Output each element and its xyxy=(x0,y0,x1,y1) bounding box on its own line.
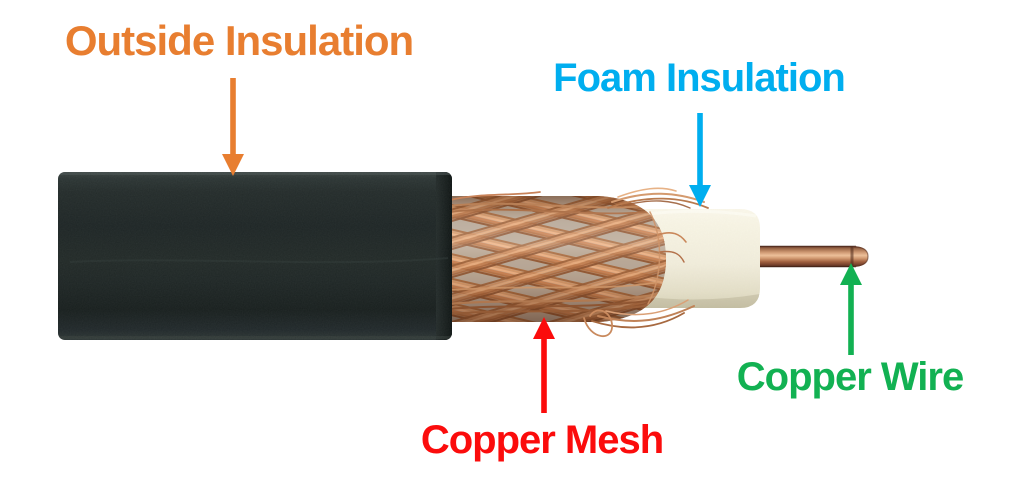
copper-wire-up-arrow-icon xyxy=(840,263,862,355)
foam-insulation-label: Foam Insulation xyxy=(553,56,846,100)
copper-wire-conductor xyxy=(752,245,869,268)
copper-wire-label: Copper Wire xyxy=(736,355,964,399)
foam-insulation-down-arrow-icon xyxy=(689,113,711,207)
copper-mesh-label: Copper Mesh xyxy=(420,418,664,462)
outside-insulation-label: Outside Insulation xyxy=(64,17,414,64)
outside-insulation-down-arrow-icon xyxy=(222,78,244,176)
copper-mesh-braid xyxy=(446,187,709,338)
outside-insulation-label-text: Outside Insulation xyxy=(64,17,414,64)
mesh-frayed-strands xyxy=(449,187,709,338)
copper-mesh-label-text: Copper Mesh xyxy=(420,418,664,462)
foam-insulation-label-text: Foam Insulation xyxy=(553,56,846,100)
outer-jacket xyxy=(58,172,452,340)
copper-mesh-up-arrow-icon xyxy=(533,317,555,413)
copper-wire-label-text: Copper Wire xyxy=(736,355,964,399)
